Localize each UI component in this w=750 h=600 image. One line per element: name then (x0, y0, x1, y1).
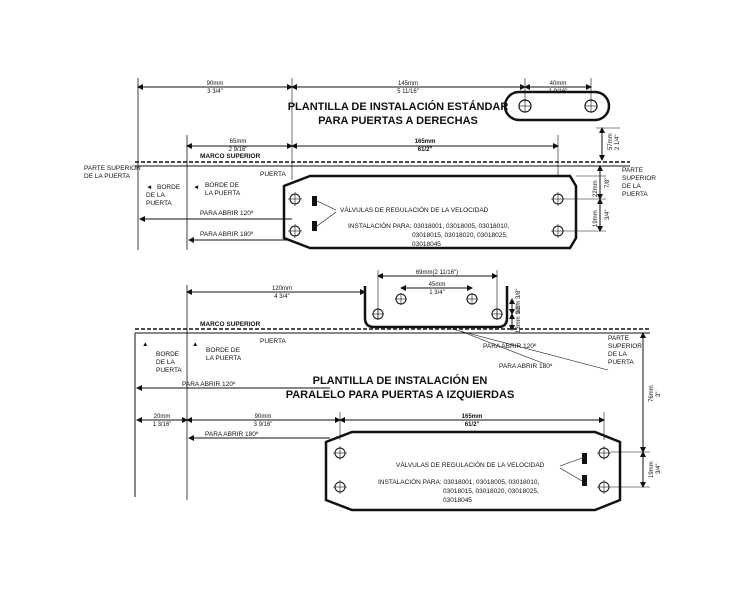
closer-body-outline (282, 174, 578, 250)
puerta-label: PUERTA (260, 338, 286, 345)
parte-right-2: SUPERIOR (622, 175, 656, 182)
instalacion-line2: 03018015, 03018020, 03018025, (443, 488, 539, 495)
borde-left-1: BORDE (156, 351, 180, 358)
dim-90mm: 90mm (207, 81, 224, 87)
arrow-up-icon: ▲ (142, 341, 148, 348)
instalacion-line3: 03018045 (443, 497, 472, 504)
dim-65in: 2 9/16" (229, 147, 248, 153)
parte-right-4: PUERTA (608, 359, 634, 366)
puerta-label: PUERTA (260, 171, 286, 178)
instalacion-line1: INSTALACIÓN PARA: 03018001, 03018005, 03… (348, 221, 509, 230)
bottom-title-line1: PLANTILLA DE INSTALACIÓN EN (313, 374, 488, 387)
instalacion-line2: 03018015, 03018020, 03018025, (412, 232, 508, 239)
borde-left-3: PUERTA (156, 367, 182, 374)
dim-76in: 3" (656, 392, 662, 397)
top-title-line1: PLANTILLA DE INSTALACIÓN ESTÁNDAR (288, 100, 509, 113)
arm-bracket-plate (503, 90, 611, 122)
top-title-line2: PARA PUERTAS A DERECHAS (318, 115, 478, 127)
dim-57in: 2 1/4" (615, 135, 621, 150)
closer-body-outline (324, 430, 622, 512)
parte-right-3: DE LA (608, 351, 627, 358)
dim-165mm: 165mm (415, 139, 436, 145)
dim-76mm: 76mm (649, 385, 655, 402)
abrir-180-label: PARA ABRIR 180º (205, 431, 259, 438)
abrir-120-arm-label: PARA ABRIR 120º (483, 343, 537, 350)
instalacion-line1: INSTALACIÓN PARA: 03018001, 03018005, 03… (378, 477, 539, 486)
dim-120in: 4 3/4" (274, 294, 289, 300)
dim-19in: 3/4" (656, 464, 662, 474)
closer-holes (288, 192, 565, 238)
parte-right-1: PARTE (608, 335, 630, 342)
dim-90in: 3 9/16" (254, 422, 273, 428)
valvulas-label: VÁLVULAS DE REGULACIÓN DE LA VELOCIDAD (396, 460, 545, 469)
valvulas-label: VÁLVULAS DE REGULACIÓN DE LA VELOCIDAD (340, 205, 489, 214)
parte-right-4: PUERTA (622, 191, 648, 198)
borde-mid-2: LA PUERTA (205, 190, 241, 197)
abrir-180-label: PARA ABRIR 180º (200, 231, 254, 238)
parallel-bracket (363, 286, 509, 329)
bracket-holes (372, 293, 503, 320)
dim-45in: 1 3/4" (429, 290, 444, 296)
abrir-120-label: PARA ABRIR 120º (200, 210, 254, 217)
dim-19mm: 19mm (649, 461, 655, 478)
dim-22in: 7/8" (605, 178, 611, 188)
dim-45mm: 45mm (429, 282, 446, 288)
dim-22mm: 22mm (593, 180, 599, 197)
borde-mid-1: BORDE DE (205, 182, 240, 189)
dim-65mm: 65mm (230, 139, 247, 145)
bottom-template: 69mm(2 11/16") 45mm 1 3/4" 9mm 3/8" 13mm… (134, 270, 662, 512)
parte-right-2: SUPERIOR (608, 343, 642, 350)
speed-valve-marker (312, 196, 317, 206)
arrow-left-icon: ◄ (146, 184, 152, 191)
dim-145in: 5 11/16" (397, 89, 419, 95)
dim-165mm: 165mm (462, 414, 483, 420)
dim-20mm: 20mm (154, 414, 171, 420)
dim-19in: 3/4" (605, 210, 611, 220)
marco-superior-label: MARCO SUPERIOR (200, 321, 261, 328)
dim-69mm: 69mm(2 11/16") (416, 270, 458, 276)
dim-20in: 1 3/16" (153, 422, 172, 428)
dim-145mm: 145mm (398, 81, 418, 87)
dim-165in: 61/2" (465, 422, 480, 428)
parte-right-1: PARTE (622, 167, 644, 174)
marco-superior-label: MARCO SUPERIOR (200, 153, 261, 160)
bottom-title-line2: PARALELO PARA PUERTAS A IZQUIERDAS (286, 389, 515, 401)
parte-superior-left-2: DE LA PUERTA (84, 173, 131, 180)
borde-mid-2: LA PUERTA (206, 355, 242, 362)
speed-valve-marker (312, 221, 317, 231)
speed-valve-marker (582, 475, 587, 486)
borde-left-1: BORDE (157, 184, 181, 191)
borde-left-2: DE LA (156, 359, 175, 366)
arrow-up-icon: ▲ (192, 341, 198, 348)
abrir-180-arm-label: PARA ABRIR 180º (499, 363, 553, 370)
instalacion-line3: 03018045 (412, 241, 441, 248)
dim-40mm: 40mm (550, 81, 567, 87)
dim-57mm: 57mm (608, 133, 614, 150)
closer-holes (333, 446, 611, 494)
speed-valve-marker (582, 453, 587, 464)
dim-9mm: 9mm 3/8" (516, 289, 522, 314)
top-template: 90mm 3 3/4" 145mm 5 11/16" 40mm 1 9/16" … (84, 78, 656, 250)
dim-120mm: 120mm (272, 286, 292, 292)
borde-left-2: DE LA (146, 192, 165, 199)
dim-90in: 3 3/4" (207, 89, 222, 95)
arrow-left-icon: ◄ (193, 184, 199, 191)
parte-superior-left-1: PARTE SUPERIOR (84, 165, 141, 172)
dim-13mm: 13mm 1/2" (516, 304, 522, 333)
dim-165in: 61/2" (418, 147, 433, 153)
dim-19mm: 19mm (593, 210, 599, 227)
borde-left-3: PUERTA (146, 200, 172, 207)
borde-mid-1: BORDE DE (206, 347, 241, 354)
dim-90mm: 90mm (255, 414, 272, 420)
parte-right-3: DE LA (622, 183, 641, 190)
abrir-120-label: PARA ABRIR 120º (182, 381, 236, 388)
